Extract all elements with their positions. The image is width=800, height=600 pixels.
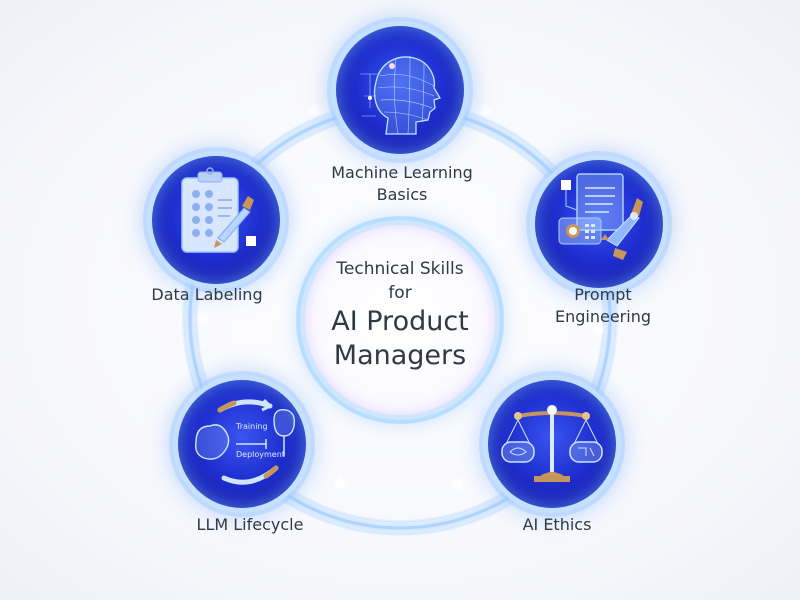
label-line1: Prompt xyxy=(574,285,632,304)
node-ai-ethics xyxy=(488,380,616,508)
label-ai-ethics: AI Ethics xyxy=(523,514,592,536)
label-line1: AI Ethics xyxy=(522,515,592,534)
label-line1: Machine Learning xyxy=(331,163,473,182)
label-line1: Data Labeling xyxy=(151,285,263,304)
label-line2: Engineering xyxy=(555,307,651,326)
wireframe-head-icon xyxy=(360,55,441,135)
label-llm-lifecycle: LLM Lifecycle xyxy=(197,514,304,536)
document-robot-arm-icon xyxy=(558,173,643,260)
balance-scale-icon xyxy=(501,405,603,482)
label-line2: Basics xyxy=(376,185,428,204)
center-title-line2: for xyxy=(388,283,412,303)
center-title-line3: AI Product xyxy=(331,306,469,337)
label-data-labeling: Data Labeling xyxy=(151,284,262,306)
center-title-line1: Technical Skills xyxy=(336,259,464,279)
center-title-line4: Managers xyxy=(333,340,467,371)
clipboard-pen-icon xyxy=(181,167,256,253)
brain-cycle-icon xyxy=(194,398,296,485)
label-machine-learning-basics: Machine Learning Basics xyxy=(331,162,473,206)
training-text: Training xyxy=(236,422,268,431)
ring-dots xyxy=(198,105,603,489)
label-prompt-engineering: Prompt Engineering xyxy=(555,284,651,328)
label-line1: LLM Lifecycle xyxy=(196,515,304,534)
node-prompt-engineering xyxy=(535,160,663,288)
deployment-text: Deployment xyxy=(236,450,285,459)
node-llm-lifecycle: Training Deployment xyxy=(178,380,306,508)
node-machine-learning-basics xyxy=(336,26,464,154)
node-data-labeling xyxy=(152,156,280,284)
center-hub: Technical Skills for AI Product Managers xyxy=(305,225,495,415)
